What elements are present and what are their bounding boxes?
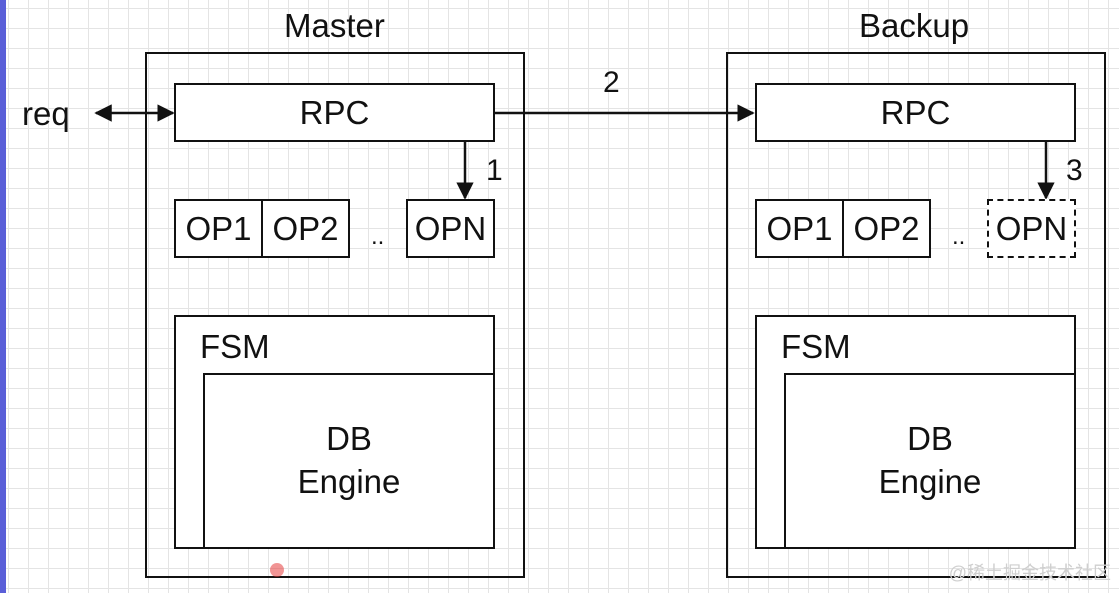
backup-title: Backup [859,7,970,44]
backup-op1-label: OP1 [766,210,833,247]
master-node [145,52,525,578]
master-op1-label: OP1 [185,210,252,247]
step-2-label: 2 [603,66,620,99]
backup-fsm-label: FSM [781,328,851,365]
master-db-engine-box: DB Engine [203,373,495,549]
backup-ops-ellipsis: .. [952,223,966,250]
window-edge-strip [0,0,6,593]
backup-rpc-label: RPC [880,94,951,131]
pointer-cursor-icon [270,563,284,577]
step-3-label: 3 [1066,154,1083,187]
backup-op2-label: OP2 [853,210,920,247]
backup-node [726,52,1106,578]
master-fsm-label: FSM [200,328,270,365]
master-db-line2: Engine [297,463,401,500]
master-db-line1: DB [326,420,372,458]
master-title: Master [284,7,385,44]
req-label: req [22,95,70,132]
master-op2-box: OP2 [261,199,350,258]
backup-rpc-box: RPC [755,83,1076,142]
backup-op1-box: OP1 [755,199,844,258]
master-ops-ellipsis: .. [371,223,385,250]
backup-opn-pending-box: OPN [987,199,1076,258]
master-opn-box: OPN [406,199,495,258]
backup-opn-label: OPN [995,210,1068,247]
master-op1-box: OP1 [174,199,263,258]
watermark-text: @稀土掘金技术社区 [948,563,1111,583]
backup-op2-box: OP2 [842,199,931,258]
master-opn-label: OPN [414,210,487,247]
backup-db-engine-box: DB Engine [784,373,1076,549]
master-rpc-label: RPC [299,94,370,131]
master-rpc-box: RPC [174,83,495,142]
backup-db-line1: DB [907,420,953,458]
step-1-label: 1 [486,154,503,187]
backup-db-line2: Engine [878,463,982,500]
master-op2-label: OP2 [272,210,339,247]
